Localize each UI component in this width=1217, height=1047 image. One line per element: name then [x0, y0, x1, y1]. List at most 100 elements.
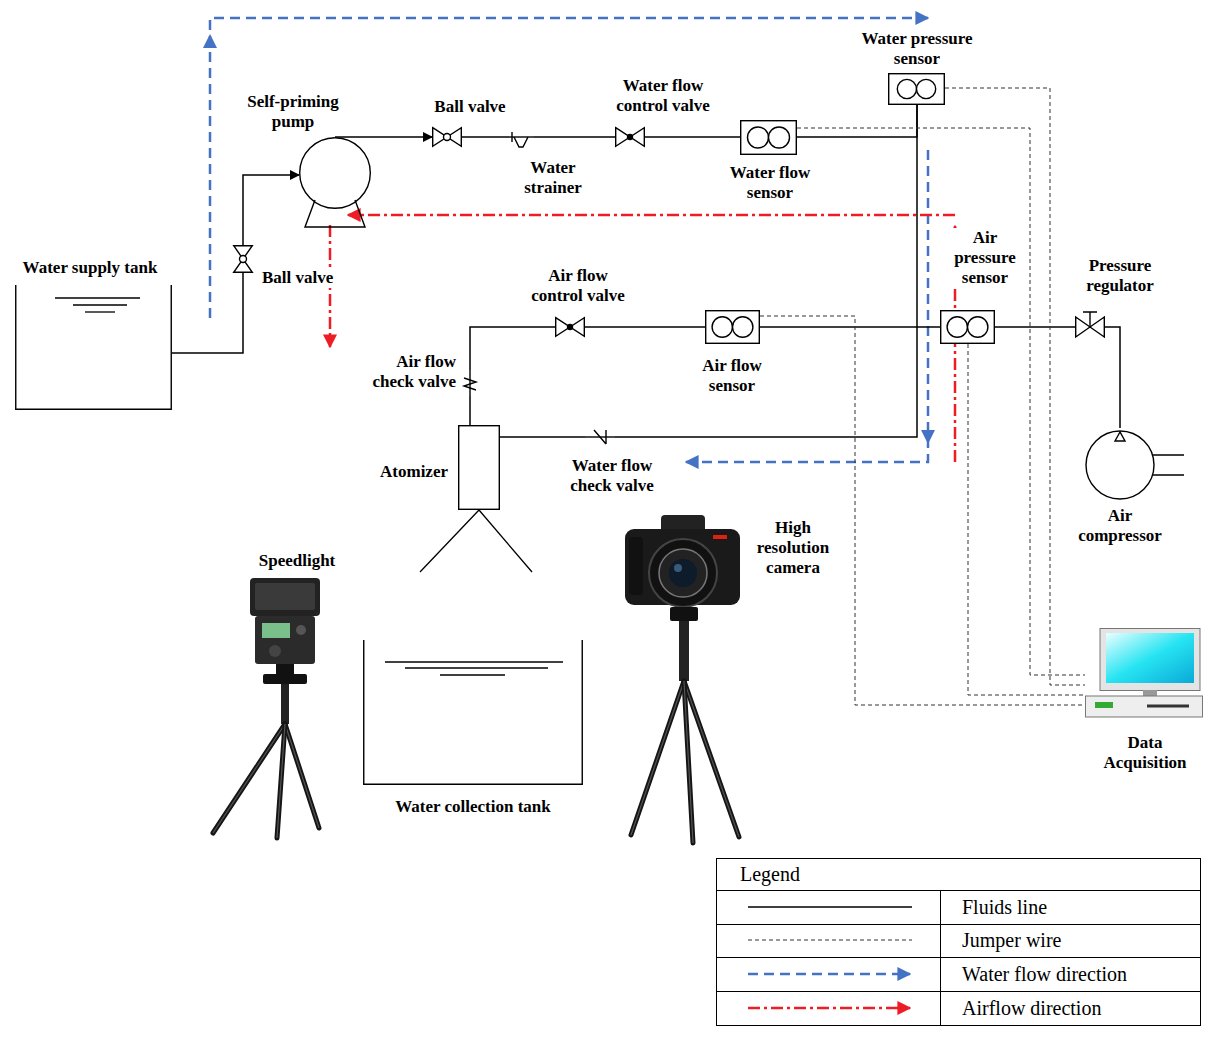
- check-valve-outline: [585, 427, 615, 447]
- control-valve-outline: [615, 127, 645, 147]
- strainer-symbol-outline: [508, 127, 534, 149]
- pressure-sensor-outline: [888, 73, 945, 105]
- supply-tank-part: [16, 285, 172, 409]
- speedlight-picture-part: [263, 674, 307, 684]
- computer-picture-part: [1095, 702, 1113, 708]
- legend-text: Fluids line: [962, 896, 1047, 918]
- pressure-sensor-part: [917, 79, 936, 98]
- ball-valve-part: [240, 256, 247, 263]
- component-label: Air compressor: [1073, 506, 1168, 546]
- compressor-symbol-part: [1086, 431, 1154, 499]
- spray-cone: [420, 510, 532, 572]
- pressure-sensor-part: [941, 311, 995, 344]
- speedlight-picture-part: [255, 583, 315, 610]
- camera-picture-part: [631, 681, 684, 835]
- pump-symbol: Self-priming pump: [299, 137, 371, 229]
- camera-picture-part: [631, 681, 684, 835]
- computer-picture-part: [1143, 690, 1157, 696]
- flow-sensor-part: [741, 121, 797, 155]
- camera-picture: High resolution camera: [625, 515, 745, 845]
- check-valve: Water flow check valve: [585, 427, 615, 447]
- speedlight-picture-part: [285, 724, 319, 828]
- speedlight-picture-part: [269, 645, 281, 657]
- collection-tank-part: [385, 661, 563, 662]
- camera-picture-outline: [625, 515, 745, 845]
- component-label: Water supply tank: [23, 258, 158, 278]
- speedlight-picture-part: [296, 625, 306, 635]
- pump-symbol-outline: [299, 137, 371, 229]
- camera-picture-part: [629, 537, 643, 595]
- water-flow-arrow: [686, 150, 928, 462]
- check-valve-outline: [462, 370, 478, 396]
- fluid-line: [534, 136, 615, 138]
- pump-symbol-part: [300, 138, 371, 209]
- supply-tank-part: [73, 304, 127, 305]
- speedlight-picture: Speedlight: [205, 578, 325, 840]
- legend-heading: Legend: [740, 863, 800, 885]
- legend-frame: [717, 859, 1201, 1026]
- pressure-sensor: Water pressure sensor: [888, 73, 945, 105]
- supply-tank-outline: [15, 285, 172, 410]
- legend-sample-water-flow: [748, 973, 910, 976]
- speedlight-picture-part: [262, 623, 290, 638]
- flow-sensor: Air flow sensor: [705, 310, 760, 344]
- atomizer-body-outline: [458, 425, 500, 510]
- check-valve-part: [469, 370, 470, 396]
- fluid-line: [243, 175, 299, 245]
- ball-valve-part: [444, 134, 451, 141]
- component-label: Water flow sensor: [720, 163, 820, 203]
- component-label: Self-priming pump: [238, 92, 348, 132]
- speedlight-picture-part: [281, 684, 289, 724]
- supply-tank: Water supply tank: [15, 285, 172, 410]
- flow-sensor-part: [712, 317, 732, 337]
- computer-picture: Data Acquisition: [1085, 628, 1203, 718]
- camera-picture-part: [669, 559, 697, 587]
- flow-sensor-part: [706, 311, 760, 344]
- collection-tank: Water collection tank: [363, 640, 583, 785]
- speedlight-picture-part: [276, 664, 294, 674]
- pressure-sensor-part: [947, 317, 967, 337]
- strainer-symbol-part: [511, 132, 512, 142]
- camera-picture-part: [679, 621, 689, 681]
- computer-picture-outline: [1085, 628, 1203, 718]
- component-label: Air pressure sensor: [948, 228, 1023, 288]
- control-valve-part: [627, 134, 633, 140]
- flow-sensor: Water flow sensor: [740, 120, 797, 155]
- camera-picture-part: [684, 681, 693, 843]
- fluid-line: [470, 327, 555, 370]
- compressor-symbol: Air compressor: [1085, 428, 1185, 502]
- pressure-regulator-part: [1083, 312, 1097, 327]
- water-flow-arrowhead: [921, 430, 935, 444]
- component-label: Water collection tank: [395, 797, 551, 817]
- flow-sensor-part: [769, 127, 790, 148]
- speedlight-picture-part: [250, 578, 320, 616]
- computer-picture-part: [1147, 705, 1189, 708]
- fluid-line: [615, 105, 917, 437]
- jumper-wire: [797, 128, 1085, 675]
- fluid-line: [797, 105, 917, 137]
- control-valve-outline: [555, 317, 585, 337]
- compressor-symbol-outline: [1085, 428, 1185, 502]
- component-label: Atomizer: [380, 462, 448, 482]
- control-valve-part: [567, 324, 573, 330]
- ball-valve-outline: [432, 127, 462, 147]
- fluid-line: [645, 136, 740, 138]
- collection-tank-part: [364, 640, 583, 784]
- fluid-line: [462, 136, 508, 138]
- pressure-sensor-part: [889, 74, 945, 105]
- ball-valve-part: [433, 128, 462, 147]
- pressure-sensor: Air pressure sensor: [940, 310, 995, 344]
- fluid-line: [995, 326, 1075, 328]
- component-label: Water flow control valve: [608, 76, 718, 116]
- component-label: Speedlight: [259, 551, 336, 571]
- control-valve-part: [616, 128, 645, 147]
- check-valve-part: [594, 430, 606, 444]
- component-label: Water pressure sensor: [852, 29, 982, 69]
- legend-text: Jumper wire: [962, 929, 1061, 951]
- check-valve: Air flow check valve: [462, 370, 478, 396]
- component-label: Water flow check valve: [562, 456, 662, 496]
- camera-picture-part: [670, 607, 698, 621]
- fluid-line: [1105, 327, 1120, 428]
- supply-tank-part: [55, 297, 140, 298]
